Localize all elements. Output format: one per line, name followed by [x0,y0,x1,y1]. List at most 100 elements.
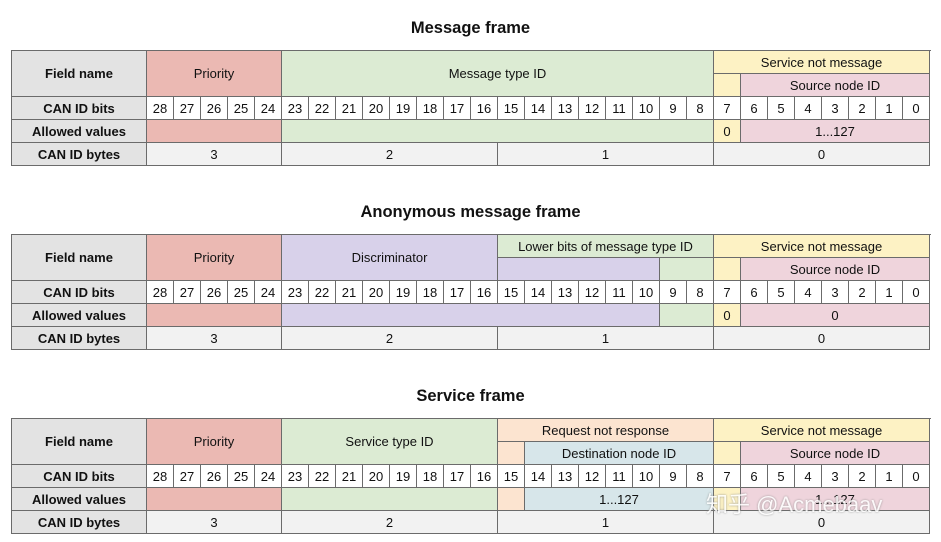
bit-cell: 27 [174,465,201,488]
bit-cell: 22 [309,465,336,488]
bit-cell: 20 [363,465,390,488]
bit-cell: 4 [795,281,822,304]
field-name-label: Field name [12,419,147,465]
bit-cell: 24 [255,281,282,304]
watermark-text: 知乎 @Acmebaav [706,492,883,517]
allowed-service-not-message: 0 [714,120,741,143]
service-not-message-field: Service not message [714,419,930,442]
bit-cell: 4 [795,465,822,488]
can-id-bits-label: CAN ID bits [12,281,147,304]
byte-3: 3 [147,143,282,166]
can-id-bytes-label: CAN ID bytes [12,327,147,350]
field-name-label: Field name [12,51,147,97]
bit-cell: 15 [498,281,525,304]
bit-cell: 19 [390,465,417,488]
bit-cell: 2 [849,465,876,488]
bit-cell: 0 [903,465,930,488]
bit-cell: 8 [687,465,714,488]
bit-cell: 4 [795,97,822,120]
anonymous-frame-table: Field name Priority Discriminator Lower … [11,234,931,350]
bit-cell: 2 [849,97,876,120]
allowed-source-node-id: 0 [741,304,930,327]
bit-cell: 24 [255,465,282,488]
can-id-bytes-label: CAN ID bytes [12,143,147,166]
bit-cell: 12 [579,281,606,304]
bit-cell: 1 [876,97,903,120]
lower-bits-extension [660,258,714,281]
allowed-priority [147,120,282,143]
source-node-id-field: Source node ID [741,442,930,465]
allowed-service-not-message: 0 [714,304,741,327]
byte-2: 2 [282,143,498,166]
allowed-message-type-id [282,120,714,143]
bit-cell: 25 [228,97,255,120]
allowed-source-node-id: 1...127 [741,120,930,143]
bit-cell: 22 [309,281,336,304]
byte-0: 0 [714,143,930,166]
service-not-message-spacer [714,442,741,465]
bit-cell: 20 [363,97,390,120]
bit-cell: 7 [714,465,741,488]
bit-cell: 9 [660,281,687,304]
allowed-discriminator [282,304,660,327]
bit-cell: 25 [228,281,255,304]
bit-cell: 10 [633,281,660,304]
allowed-lower-bits [660,304,714,327]
bit-cell: 23 [282,97,309,120]
bit-cell: 28 [147,97,174,120]
bit-cell: 13 [552,281,579,304]
discriminator-extension [498,258,660,281]
service-not-message-field: Service not message [714,235,930,258]
bit-cell: 3 [822,465,849,488]
bit-cell: 5 [768,465,795,488]
allowed-destination-node-id: 1...127 [525,488,714,511]
bit-cell: 12 [579,97,606,120]
service-not-message-field: Service not message [714,51,930,74]
bit-cell: 11 [606,97,633,120]
bit-cell: 1 [876,281,903,304]
source-node-id-field: Source node ID [741,258,930,281]
bit-cell: 14 [525,465,552,488]
bit-cell: 8 [687,97,714,120]
bit-cell: 27 [174,97,201,120]
bit-cell: 16 [471,465,498,488]
bit-cell: 0 [903,281,930,304]
bit-cell: 5 [768,281,795,304]
bit-cell: 18 [417,465,444,488]
bit-cell: 21 [336,281,363,304]
bit-cell: 17 [444,465,471,488]
bit-cell: 7 [714,281,741,304]
byte-3: 3 [147,511,282,534]
allowed-service-type-id [282,488,498,511]
bit-cell: 13 [552,465,579,488]
bit-cell: 5 [768,97,795,120]
service-type-id-field: Service type ID [282,419,498,465]
bit-cell: 26 [201,465,228,488]
bit-cell: 10 [633,97,660,120]
bit-cell: 18 [417,97,444,120]
destination-node-id-field: Destination node ID [525,442,714,465]
bit-cell: 17 [444,281,471,304]
message-type-id-field: Message type ID [282,51,714,97]
bit-cell: 19 [390,97,417,120]
bit-cell: 8 [687,281,714,304]
byte-2: 2 [282,327,498,350]
bit-cell: 12 [579,465,606,488]
bit-cell: 10 [633,465,660,488]
message-frame-table: Field name Priority Message type ID Serv… [11,50,931,166]
bit-cell: 23 [282,465,309,488]
bit-cell: 15 [498,97,525,120]
bit-cell: 3 [822,97,849,120]
allowed-priority [147,488,282,511]
bit-cell: 14 [525,97,552,120]
bit-cell: 28 [147,281,174,304]
bit-cell: 26 [201,97,228,120]
service-frame-title: Service frame [416,387,525,405]
bit-cell: 24 [255,97,282,120]
message-frame-title: Message frame [410,19,531,37]
bit-cell: 6 [741,97,768,120]
bit-cell: 21 [336,465,363,488]
allowed-values-label: Allowed values [12,304,147,327]
priority-field: Priority [147,235,282,281]
allowed-request-not-response [498,488,525,511]
